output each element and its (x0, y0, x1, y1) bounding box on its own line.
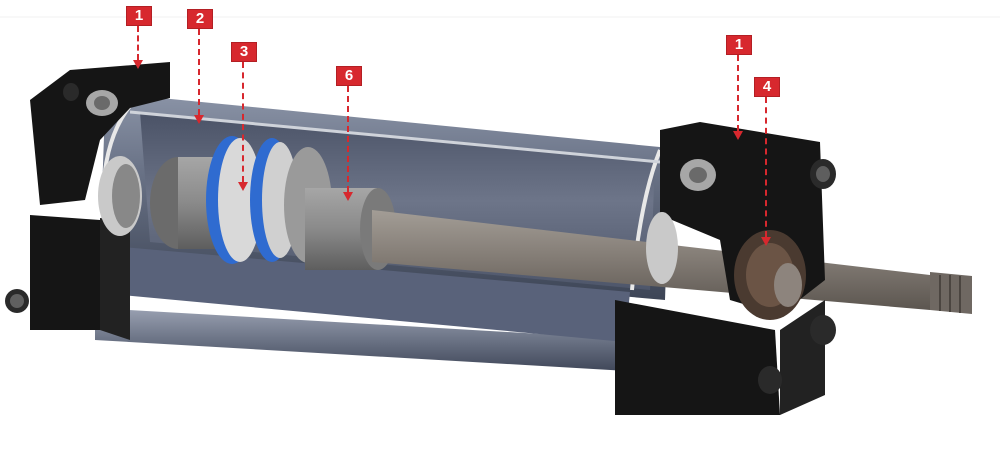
leader-3 (242, 62, 244, 182)
leader-4 (765, 97, 767, 237)
right-tie-rod-nut-mid (810, 315, 836, 345)
leader-2 (198, 29, 200, 115)
arrow-6 (343, 192, 353, 201)
left-end-cap (5, 62, 170, 340)
leader-1-right (737, 55, 739, 131)
arrow-3 (238, 182, 248, 191)
leader-1-left (137, 26, 139, 60)
right-end-cap (615, 122, 836, 415)
left-tie-rod-nut-top (63, 83, 79, 101)
callout-3: 3 (231, 42, 257, 62)
callout-1-left: 1 (126, 6, 152, 26)
piston-assembly (150, 136, 396, 270)
callout-6: 6 (336, 66, 362, 86)
leader-6 (347, 86, 349, 192)
arrow-2 (194, 115, 204, 124)
callout-1-right: 1 (726, 35, 752, 55)
arrow-1-left (133, 60, 143, 69)
lower-tie-rod (95, 308, 645, 372)
arrow-1-right (733, 131, 743, 140)
right-tie-rod-nut-bottom (758, 366, 782, 394)
callout-4: 4 (754, 77, 780, 97)
arrow-4 (761, 237, 771, 246)
callout-2: 2 (187, 9, 213, 29)
